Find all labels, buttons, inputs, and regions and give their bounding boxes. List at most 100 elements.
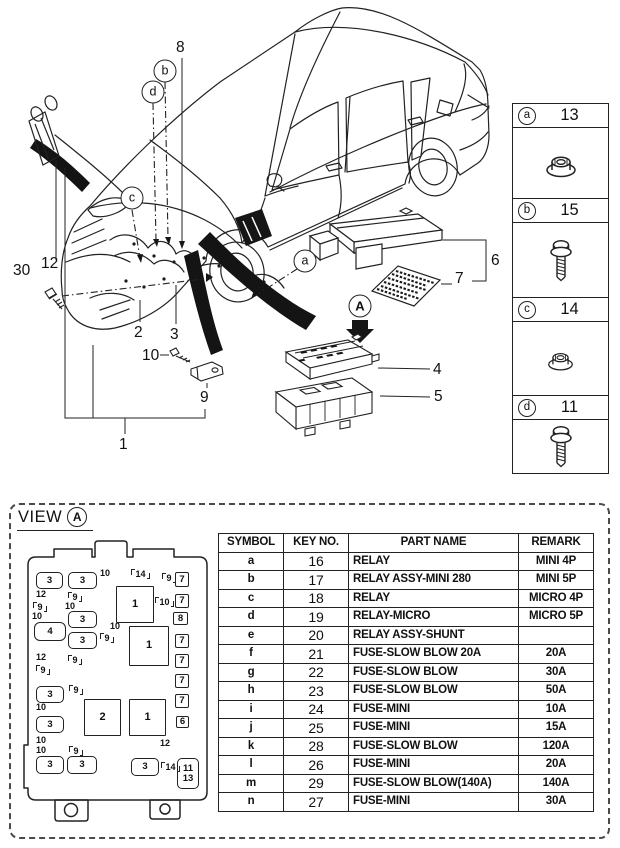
callout-letter-b: b — [153, 59, 177, 83]
part-name-cell: FUSE-SLOW BLOW — [348, 662, 519, 682]
key-no-cell: 21 — [283, 644, 349, 664]
symbol-cell: k — [218, 736, 284, 756]
column-header-part-name: PART NAME — [348, 533, 519, 553]
callout-letter-a: a — [293, 249, 317, 273]
fusebox-key-label-9: 9 — [162, 573, 176, 583]
fuse-slot-7: 7 — [175, 594, 189, 608]
fuse-slot-label: 1 — [145, 639, 153, 652]
legend-key-number: 13 — [560, 106, 579, 125]
fuse-slot-3: 3 — [68, 572, 97, 589]
legend-fastener-cell — [513, 322, 608, 395]
remark-cell: MICRO 4P — [518, 588, 594, 608]
fuse-slot-7: 7 — [175, 654, 189, 668]
key-no-cell: 19 — [283, 607, 349, 627]
fusebox-key-label-14: 14 — [161, 762, 180, 772]
remark-cell: 50A — [518, 681, 594, 701]
battery-clamp-illustration — [28, 95, 60, 166]
view-letter-badge: A — [67, 507, 88, 527]
fuse-slot-label: 3 — [79, 613, 86, 625]
part-name-cell: FUSE-MINI — [348, 699, 519, 719]
fuse-slot-7: 7 — [175, 694, 189, 708]
small-nut-icon — [548, 352, 573, 371]
fusebox-upper-illustration — [284, 333, 380, 381]
fuse-slot-3: 3 — [131, 758, 159, 776]
remark-cell: 20A — [518, 644, 594, 664]
fuse-slot-label: 7 — [179, 573, 185, 585]
callout-number-2: 2 — [134, 324, 143, 341]
fuse-slot-2: 2 — [84, 699, 121, 736]
legend-letter-badge: b — [518, 201, 536, 220]
legend-fastener-cell — [513, 223, 608, 297]
key-no-cell: 22 — [283, 662, 349, 682]
relay-box-illustration — [308, 207, 444, 270]
fuse-slot-label: 7 — [179, 635, 185, 647]
fusebox-key-label-9: 9 — [69, 685, 83, 695]
fusebox-key-label-9: 9 — [100, 633, 114, 643]
flange-nut-icon — [545, 156, 576, 178]
bracket-9-illustration — [190, 361, 224, 382]
part-name-cell: FUSE-MINI — [348, 792, 519, 812]
legend-key-number: 14 — [560, 300, 579, 319]
bolt-12-icon — [44, 287, 65, 310]
key-no-cell: 26 — [283, 755, 349, 775]
fusebox-key-label-9: 9 — [36, 665, 50, 675]
fuse-slot-label: 4 — [47, 625, 53, 637]
fuse-slot-4: 4 — [34, 622, 66, 641]
fusebox-key-label-9: 9 — [33, 602, 47, 612]
callout-letter-c: c — [120, 186, 144, 210]
key-no-cell: 28 — [283, 736, 349, 756]
fuse-slot-7: 7 — [175, 634, 189, 648]
fuse-slot-label: 1 — [131, 597, 139, 610]
car-body — [54, 6, 490, 330]
fusebox-key-label-10: 10 — [100, 568, 111, 578]
remark-cell: MICRO 5P — [518, 607, 594, 627]
key-no-cell: 18 — [283, 588, 349, 608]
fuse-slot-label: 3 — [79, 759, 85, 771]
fusebox-key-label-9: 9 — [68, 592, 82, 602]
callout-number-9: 9 — [200, 389, 209, 406]
flange-bolt-icon — [549, 239, 572, 281]
fuse-slot-6: 6 — [176, 716, 189, 728]
fuse-slot-label: 3 — [47, 718, 53, 730]
part-name-cell: FUSE-SLOW BLOW 20A — [348, 644, 519, 664]
fusebox-key-label-10: 10 — [65, 601, 76, 611]
part-name-cell: FUSE-SLOW BLOW — [348, 681, 519, 701]
remark-cell: 20A — [518, 755, 594, 775]
cowl-harness-patch — [235, 209, 272, 246]
legend-letter-badge: d — [518, 398, 536, 417]
fuse-slot-label: 8 — [177, 612, 184, 624]
fuse-slot-7: 7 — [175, 572, 189, 587]
fuse-slot-label: 7 — [179, 595, 185, 607]
fusebox-key-label-12: 12 — [36, 652, 47, 662]
fusebox-key-label-10: 10 — [36, 745, 47, 755]
part-name-cell: RELAY — [348, 551, 519, 571]
fusebox-key-label-12: 12 — [36, 589, 47, 599]
remark-cell: 30A — [518, 662, 594, 682]
column-header-key-no-: KEY NO. — [283, 533, 349, 553]
legend-fastener-cell — [513, 128, 608, 198]
symbol-cell: c — [218, 588, 284, 608]
key-no-cell: 24 — [283, 699, 349, 719]
leader-lines — [55, 58, 487, 434]
fusebox-key-label-10: 10 — [155, 597, 174, 607]
callout-number-6: 6 — [491, 252, 500, 269]
legend-key-number: 15 — [560, 201, 579, 220]
legend-fastener-cell — [513, 420, 608, 473]
fuse-slot-3: 3 — [68, 611, 97, 628]
fuse-slot-3: 3 — [36, 756, 64, 774]
